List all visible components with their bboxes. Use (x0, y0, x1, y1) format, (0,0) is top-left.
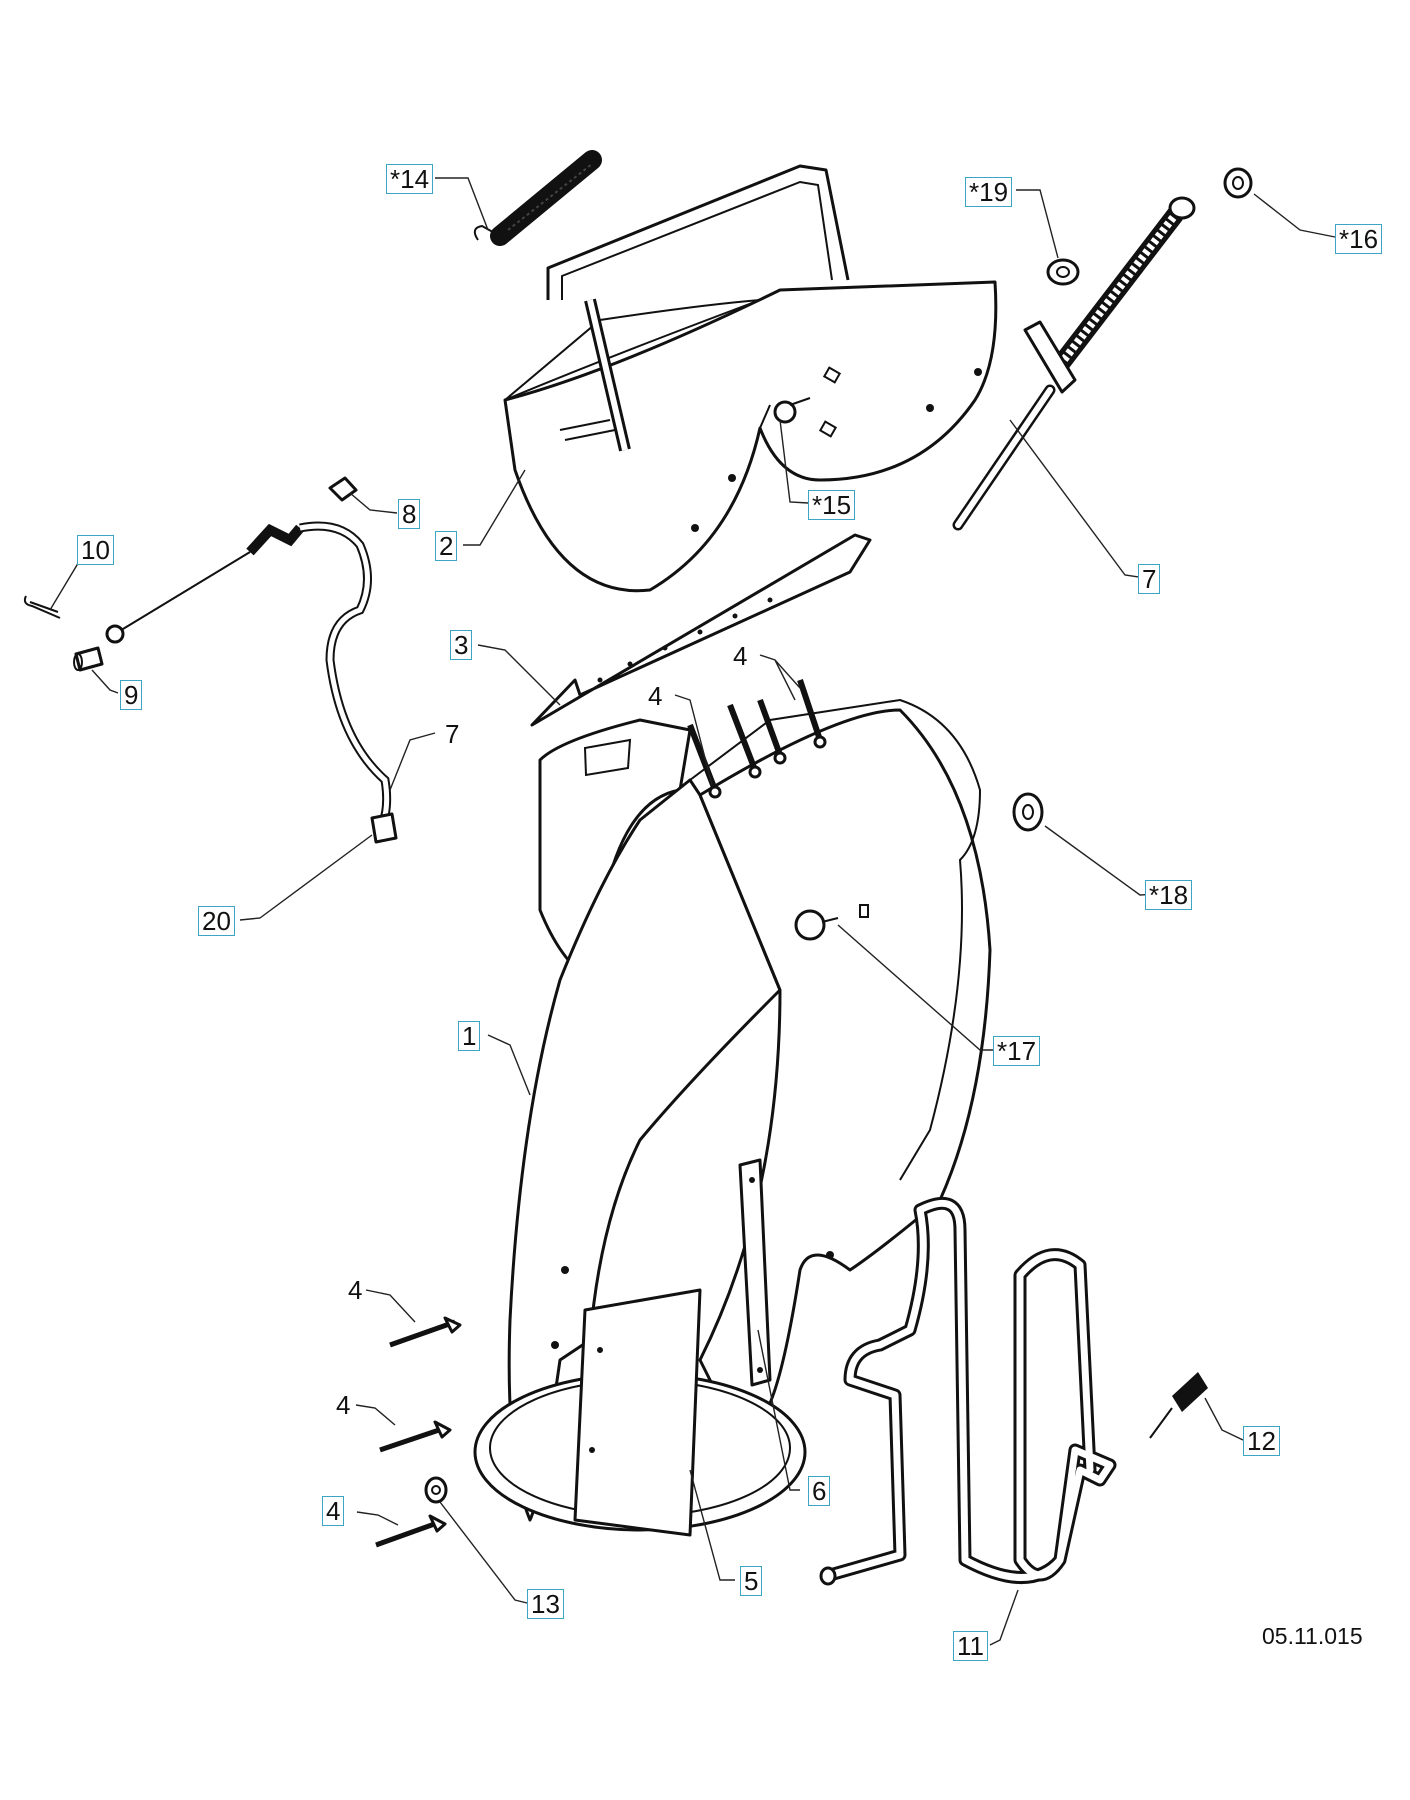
callout-7-cable[interactable]: 7 (445, 719, 460, 749)
callout-14[interactable]: *14 (386, 164, 434, 194)
callout-2[interactable]: 2 (435, 531, 458, 561)
part-7-rod-upper (952, 196, 1196, 531)
callout-4-top-left[interactable]: 4 (648, 681, 663, 711)
part-8-knob (328, 476, 358, 502)
part-11-crank (819, 1196, 1117, 1586)
callout-19[interactable]: *19 (965, 177, 1013, 207)
callout-13[interactable]: 13 (527, 1589, 564, 1619)
callout-5[interactable]: 5 (740, 1566, 763, 1596)
callout-18[interactable]: *18 (1145, 880, 1193, 910)
part-1-chute (507, 698, 992, 1522)
callout-1[interactable]: 1 (458, 1021, 481, 1051)
callout-4-loose-2[interactable]: 4 (336, 1390, 351, 1420)
callout-15[interactable]: *15 (808, 490, 856, 520)
part-9-cap (73, 646, 104, 672)
callout-20[interactable]: 20 (198, 906, 235, 936)
part-6-strip (738, 1158, 772, 1387)
drawing-code: 05.11.015 (1262, 1623, 1363, 1649)
callout-9[interactable]: 9 (120, 680, 143, 710)
part-5-base (473, 1288, 807, 1537)
callout-6[interactable]: 6 (808, 1476, 831, 1506)
part-16-nut (1223, 167, 1253, 199)
callout-8[interactable]: 8 (398, 499, 421, 529)
callout-3[interactable]: 3 (450, 630, 473, 660)
callout-4-loose-3[interactable]: 4 (322, 1496, 345, 1526)
callout-4-top-right[interactable]: 4 (733, 641, 748, 671)
callout-10[interactable]: 10 (77, 535, 114, 565)
part-14-spring (473, 150, 602, 246)
callout-16[interactable]: *16 (1335, 224, 1383, 254)
part-10-clip (23, 595, 61, 619)
part-18-nut (1012, 792, 1044, 832)
part-19-bushing (1046, 258, 1080, 286)
callout-12[interactable]: 12 (1243, 1426, 1280, 1456)
part-12-grip (1149, 1372, 1208, 1439)
part-4-rivets-loose (375, 1316, 462, 1548)
part-3-blade (530, 533, 872, 727)
part-13-grommet (424, 1476, 448, 1504)
part-2-deflector (503, 164, 998, 593)
callout-7-upper[interactable]: 7 (1138, 564, 1161, 594)
part-7-cable (105, 521, 398, 844)
callout-4-loose-1[interactable]: 4 (348, 1275, 363, 1305)
callout-17[interactable]: *17 (993, 1036, 1041, 1066)
callout-11[interactable]: 11 (953, 1631, 988, 1661)
